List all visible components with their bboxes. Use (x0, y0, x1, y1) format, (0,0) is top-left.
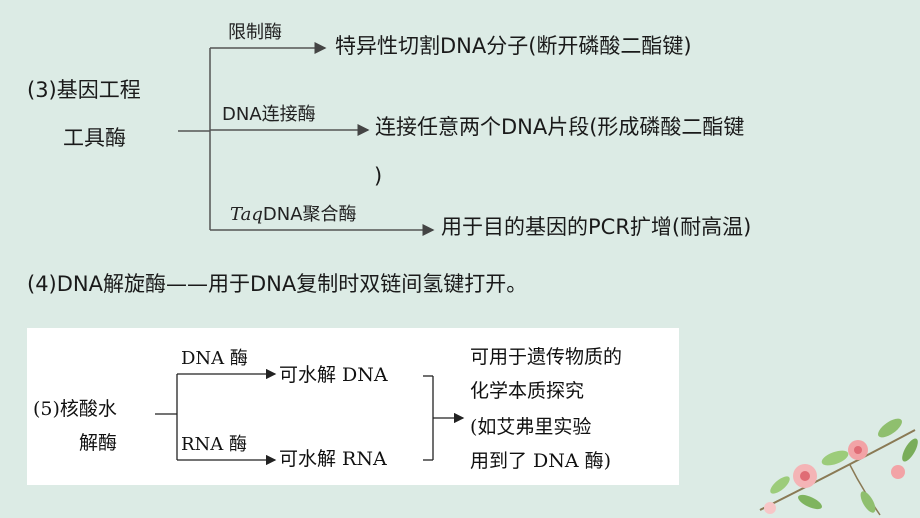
section5-connectors (155, 368, 465, 466)
section5-label-line2: 解酶 (79, 432, 118, 454)
upper-enzyme-label: DNA 酶 (181, 348, 248, 369)
branch-desc-restriction: 特异性切割DNA分子(断开磷酸二酯键) (335, 34, 692, 58)
section5-box: (5)核酸水 解酶 DNA 酶 可水解 DNA RNA 酶 可水解 RNA 可用… (27, 328, 679, 485)
lower-result-label: 可水解 RNA (279, 448, 387, 470)
section3-label-line1: (3)基因工程 (27, 78, 141, 102)
branch-enzyme-restriction: 限制酶 (228, 22, 282, 43)
branch-enzyme-taq: TaqDNA聚合酶 (230, 204, 357, 225)
conclusion-line1: 可用于遗传物质的 (470, 346, 623, 368)
conclusion-line2: 化学本质探究 (470, 380, 585, 402)
section5-label-line1: (5)核酸水 (33, 398, 117, 420)
upper-result-label: 可水解 DNA (279, 364, 388, 386)
branch-desc-ligase-cont: ) (374, 164, 383, 188)
branch-enzyme-ligase: DNA连接酶 (222, 104, 316, 125)
conclusion-line3: (如艾弗里实验 (470, 416, 592, 438)
branch-desc-taq: 用于目的基因的PCR扩增(耐高温) (441, 215, 752, 239)
conclusion-line4: 用到了 DNA 酶) (470, 450, 612, 472)
lower-enzyme-label: RNA 酶 (181, 434, 248, 455)
floral-decoration (759, 418, 918, 516)
branch-desc-ligase: 连接任意两个DNA片段(形成磷酸二酯键 (375, 115, 745, 139)
section3-label-line2: 工具酶 (63, 126, 126, 150)
section4-text: (4)DNA解旋酶——用于DNA复制时双链间氢键打开。 (27, 272, 528, 296)
